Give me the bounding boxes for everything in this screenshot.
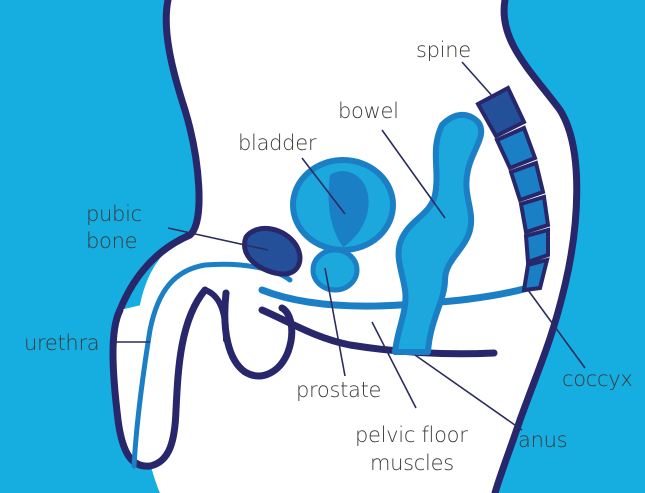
label-bladder: bladder <box>238 131 317 155</box>
label-anus: anus <box>518 428 567 452</box>
label-pelvic-floor-line2: muscles <box>370 451 454 475</box>
label-pubic-bone-line1: pubic <box>86 202 142 226</box>
label-spine: spine <box>416 38 471 62</box>
label-bowel: bowel <box>338 99 399 123</box>
scrotum <box>225 293 292 376</box>
label-prostate: prostate <box>296 378 381 402</box>
label-pelvic-floor-line1: pelvic floor <box>355 423 468 447</box>
label-coccyx: coccyx <box>562 367 633 391</box>
label-urethra: urethra <box>24 331 99 355</box>
label-pubic-bone-line2: bone <box>86 229 137 253</box>
prostate-gland <box>313 250 357 290</box>
